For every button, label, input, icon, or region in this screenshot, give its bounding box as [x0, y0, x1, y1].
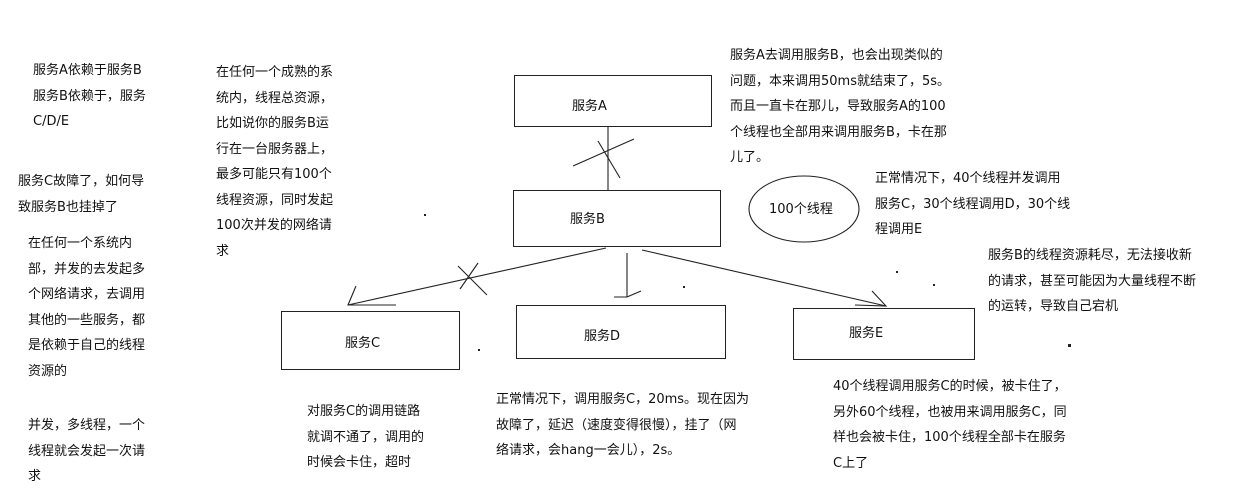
service-e-label: 服务E: [849, 326, 884, 341]
note-dependency: 服务A依赖于服务B 服务B依赖于，服务 C/D/E: [33, 63, 146, 129]
service-c-label: 服务C: [345, 336, 381, 351]
note-service-a-stuck: 服务A去调用服务B，也会出现类似的 问题，本来调用50ms就结束了，5s。 而且…: [730, 48, 951, 165]
arrow-b-e: [641, 249, 887, 307]
note-thread-per-request: 并发，多线程，一个 线程就会发起一次请 求: [28, 418, 146, 484]
service-b-label: 服务B: [570, 212, 605, 227]
service-c-box: [281, 311, 460, 370]
service-e-box: [793, 308, 975, 360]
arrowhead-d: [614, 290, 642, 298]
service-a-label: 服务A: [572, 99, 607, 114]
arrowhead-c: [347, 285, 396, 306]
dot: [683, 286, 685, 288]
service-a-box: [514, 75, 712, 127]
note-normal-distribution: 正常情况下，40个线程并发调用 服务C，30个线程调用D，30个线 程调用E: [875, 171, 1071, 237]
note-concurrency-intro: 在任何一个系统内 部，并发的去发起多 个网络请求，去调用 其他的一些服务，都 是…: [28, 236, 146, 379]
cross-a-b-1: [572, 138, 635, 167]
arrow-b-c: [347, 247, 607, 306]
note-call-chain-blocked: 对服务C的调用链路 就调不通了，调用的 时候会卡住，超时: [307, 404, 425, 470]
service-d-box: [516, 305, 726, 359]
arrowhead-e: [854, 290, 888, 307]
service-d-label: 服务D: [584, 329, 621, 344]
dot: [933, 284, 935, 286]
note-question: 服务C故障了，如何导 致服务B也挂掉了: [18, 174, 145, 215]
note-service-b-exhausted: 服务B的线程资源耗尽，无法接收新 的请求，甚至可能因为大量线程不断 的运转，导致…: [988, 248, 1197, 314]
note-thread-pool: 在任何一个成熟的系 统内，线程总资源， 比如说你的服务B运 行在一台服务器上， …: [216, 65, 334, 259]
note-service-c-delay: 正常情况下，调用服务C，20ms。现在因为 故障了，延迟（速度变得很慢），挂了（…: [496, 392, 750, 458]
dot: [896, 271, 898, 273]
cross-b-c-2: [459, 262, 479, 290]
note-threads-stuck-on-c: 40个线程调用服务C的时候，被卡住了， 另外60个线程，也被用来调用服务C，同 …: [833, 379, 1067, 471]
service-b-box: [513, 190, 721, 247]
cross-a-b-2: [597, 140, 621, 179]
dot: [424, 214, 426, 216]
thread-pool-label: 100个线程: [769, 202, 833, 217]
cross-b-c-1: [457, 265, 488, 296]
dot: [478, 349, 480, 351]
thread-pool-ellipse: [748, 175, 860, 243]
dot: [1068, 344, 1071, 347]
